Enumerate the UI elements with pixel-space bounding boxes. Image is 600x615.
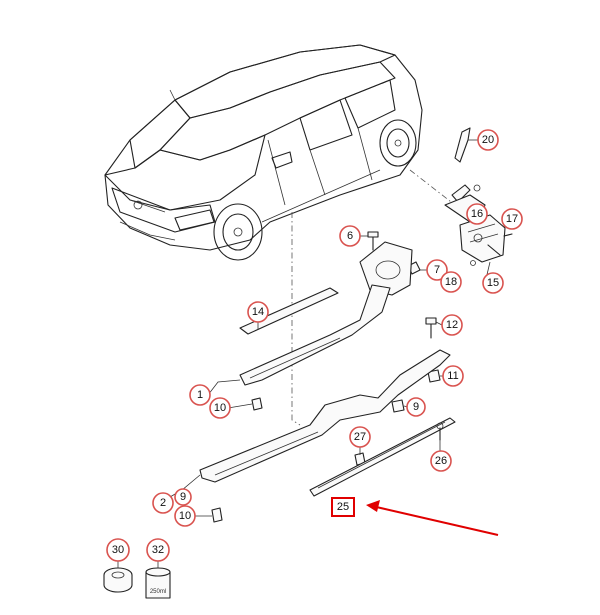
callout-15[interactable]: 15 xyxy=(482,272,504,294)
part-15-jack-mount xyxy=(459,214,513,266)
svg-text:7: 7 xyxy=(434,264,440,276)
svg-text:16: 16 xyxy=(471,208,483,220)
can-volume-label: 250ml xyxy=(150,589,166,595)
callout-12[interactable]: 12 xyxy=(441,314,463,336)
callout-11[interactable]: 11 xyxy=(442,365,464,387)
svg-text:14: 14 xyxy=(252,306,264,318)
callout-26[interactable]: 26 xyxy=(430,450,452,472)
svg-text:20: 20 xyxy=(482,134,494,146)
svg-text:11: 11 xyxy=(447,370,458,382)
callout-10-upper[interactable]: 10 xyxy=(209,397,231,419)
svg-text:12: 12 xyxy=(446,319,458,331)
callout-20[interactable]: 20 xyxy=(477,129,499,151)
callout-18[interactable]: 18 xyxy=(440,271,462,293)
part-30-tape-roll xyxy=(103,567,133,593)
svg-text:9: 9 xyxy=(413,401,419,413)
part-2-sill-cover xyxy=(199,349,451,483)
callout-27[interactable]: 27 xyxy=(349,426,371,448)
svg-text:25: 25 xyxy=(337,501,349,513)
part-12-bolt xyxy=(425,317,437,339)
svg-text:26: 26 xyxy=(435,455,447,467)
svg-text:30: 30 xyxy=(112,544,124,556)
callout-17[interactable]: 17 xyxy=(501,208,523,230)
car-illustration xyxy=(104,44,423,261)
svg-text:2: 2 xyxy=(160,497,166,509)
svg-text:17: 17 xyxy=(506,213,518,225)
part-26-end-cap xyxy=(436,422,444,441)
callout-30[interactable]: 30 xyxy=(106,538,130,562)
assembly-guide-lines xyxy=(291,169,456,426)
part-1-sill-panel xyxy=(239,284,391,386)
highlight-arrow-icon xyxy=(366,500,499,536)
callout-2[interactable]: 2 xyxy=(152,492,174,514)
part-9-clip xyxy=(391,399,405,413)
callout-7[interactable]: 7 xyxy=(426,259,448,281)
part-25-sill-strip xyxy=(309,417,456,497)
callout-10-lower[interactable]: 10 xyxy=(174,505,196,527)
callout-32[interactable]: 32 xyxy=(146,538,170,562)
svg-text:9: 9 xyxy=(180,491,186,503)
svg-text:1: 1 xyxy=(197,389,203,401)
part-14-trim-strip xyxy=(239,287,339,335)
part-6-bolt xyxy=(367,231,379,251)
part-10-clip-upper xyxy=(251,397,263,411)
callout-9-upper[interactable]: 9 xyxy=(406,397,426,417)
callout-25-highlight[interactable]: 25 xyxy=(331,497,355,517)
svg-text:15: 15 xyxy=(487,277,499,289)
callout-14[interactable]: 14 xyxy=(247,301,269,323)
svg-text:10: 10 xyxy=(179,510,191,522)
part-32-adhesive-can: 250ml xyxy=(145,567,171,599)
svg-text:10: 10 xyxy=(214,402,226,414)
svg-text:32: 32 xyxy=(152,544,164,556)
part-20-trim xyxy=(454,127,471,163)
part-10-clip-lower xyxy=(211,507,223,523)
svg-text:27: 27 xyxy=(354,431,366,443)
svg-text:6: 6 xyxy=(347,230,353,242)
part-11-clip xyxy=(427,369,441,383)
callout-6[interactable]: 6 xyxy=(339,225,361,247)
callout-9-lower[interactable]: 9 xyxy=(174,488,192,506)
callout-1[interactable]: 1 xyxy=(189,384,211,406)
svg-text:18: 18 xyxy=(445,276,457,288)
callout-16[interactable]: 16 xyxy=(466,203,488,225)
